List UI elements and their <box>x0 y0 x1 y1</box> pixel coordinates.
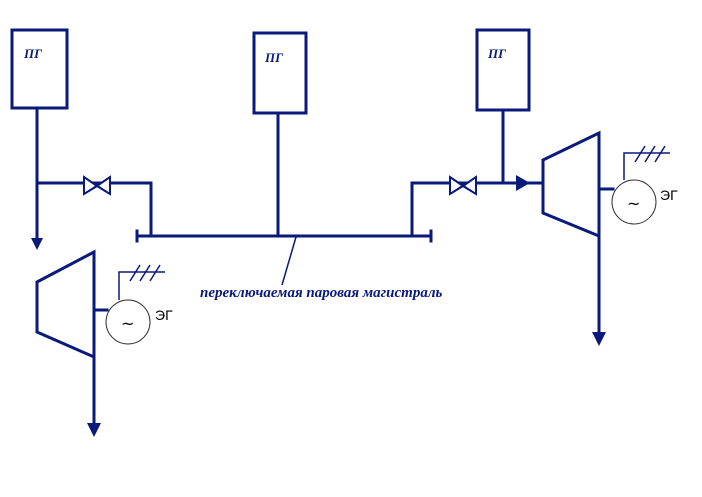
boiler-center: ПГ <box>252 31 308 115</box>
right-exhaust-arrow-icon <box>592 332 606 346</box>
right-steam-line <box>410 108 545 238</box>
left-flow-arrow-icon <box>31 238 43 250</box>
boiler-right-label: ПГ <box>487 46 506 61</box>
boiler-right: ПГ <box>475 28 531 112</box>
left-generator-symbol: ~ <box>121 314 134 333</box>
left-steam-line <box>31 108 153 250</box>
right-generator: ~ ЭГ <box>611 145 678 225</box>
right-flow-arrow-icon <box>516 175 530 191</box>
caption-leader-line <box>281 236 297 286</box>
left-turbine <box>35 249 109 437</box>
right-generator-label: ЭГ <box>660 187 678 203</box>
right-valve-icon <box>449 175 477 196</box>
right-generator-symbol: ~ <box>627 194 640 213</box>
header-caption: переключаемая паровая магистраль <box>200 285 443 301</box>
boiler-left: ПГ <box>10 28 69 110</box>
left-valve-icon <box>83 175 111 196</box>
left-exhaust-arrow-icon <box>87 423 101 437</box>
right-turbine <box>541 130 615 346</box>
steam-header <box>135 229 433 243</box>
boiler-center-label: ПГ <box>264 50 283 65</box>
boiler-left-label: ПГ <box>23 46 42 61</box>
left-generator-label: ЭГ <box>155 307 173 323</box>
left-generator: ~ ЭГ <box>105 264 173 345</box>
